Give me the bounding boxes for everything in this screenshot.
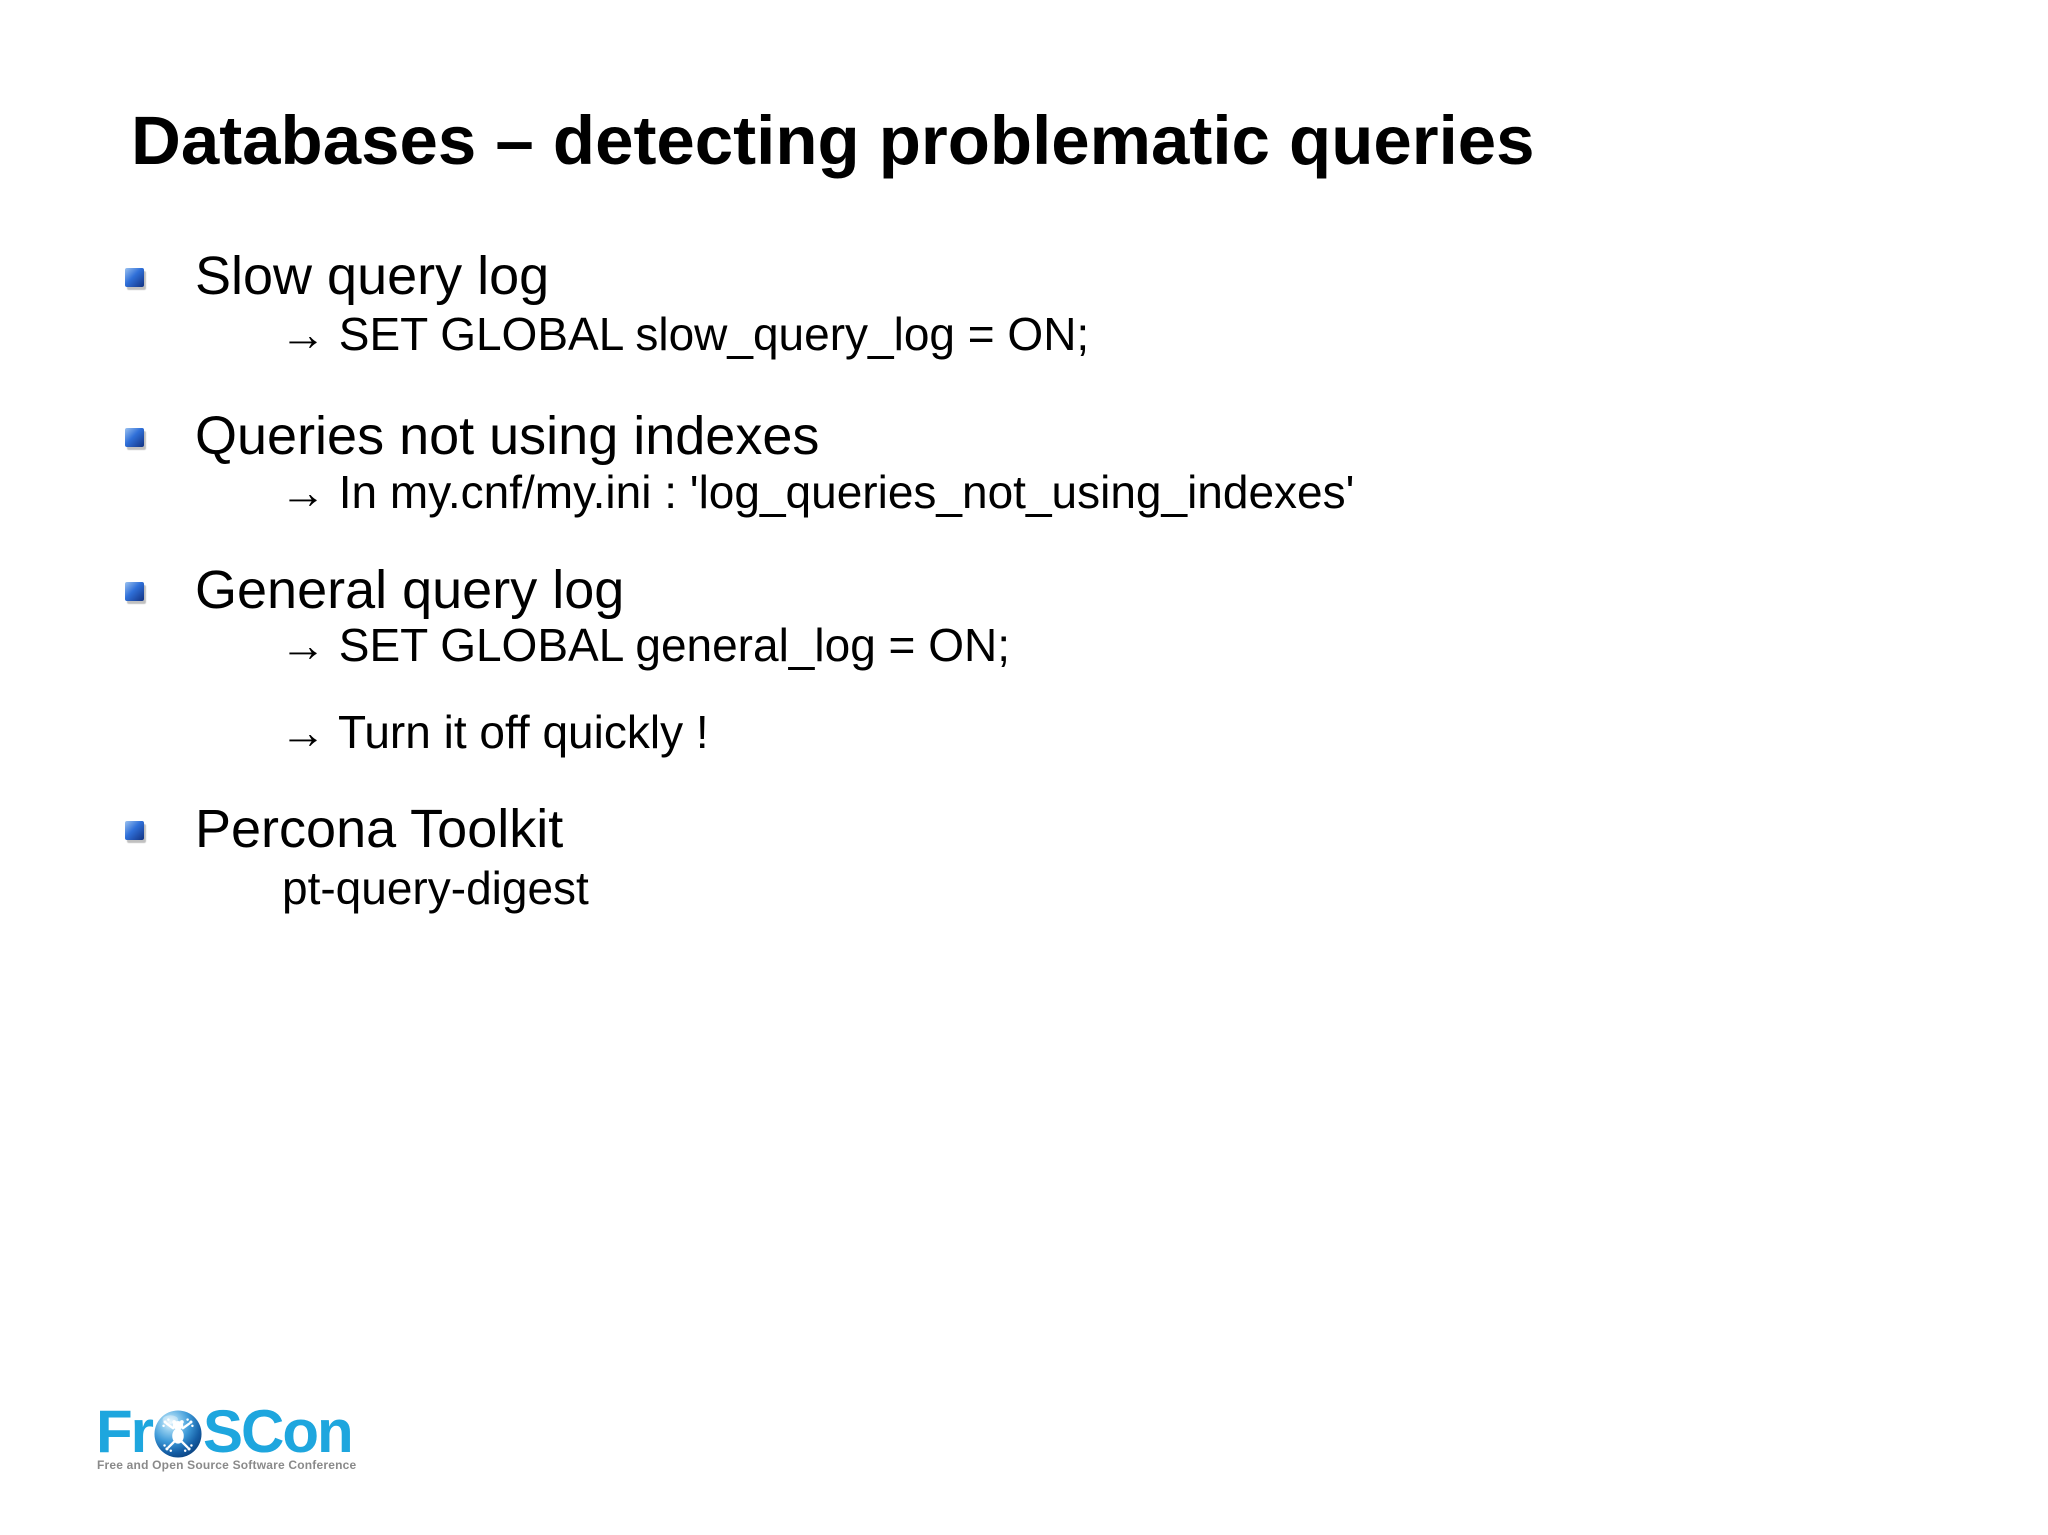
sub-bullet-turn-it-off-quickly: → Turn it off quickly ! bbox=[280, 706, 709, 758]
frog-icon bbox=[162, 1418, 194, 1453]
bullet-cube-icon bbox=[125, 428, 144, 447]
bullet-label-slow-query-log: Slow query log bbox=[195, 246, 550, 306]
sub-bullet-pt-query-digest: pt-query-digest bbox=[282, 862, 589, 914]
bullet-label-general-query-log: General query log bbox=[195, 560, 625, 620]
bullet-cube-icon bbox=[125, 821, 144, 840]
bullet-label-queries-not-using-indexes: Queries not using indexes bbox=[195, 406, 820, 466]
sub-bullet-set-global-slow-query-log: → SET GLOBAL slow_query_log = ON; bbox=[280, 308, 1090, 360]
sub-bullet-set-global-general-log: → SET GLOBAL general_log = ON; bbox=[280, 619, 1010, 671]
bullet-label-percona-toolkit: Percona Toolkit bbox=[195, 799, 564, 859]
logo-text-scon: SCon bbox=[203, 1398, 354, 1465]
globe-with-frog-icon bbox=[154, 1410, 202, 1458]
bullet-cube-icon bbox=[125, 582, 144, 601]
page-title: Databases – detecting problematic querie… bbox=[131, 102, 1535, 179]
sub-bullet-log-queries-not-using-indexes: → In my.cnf/my.ini : 'log_queries_not_us… bbox=[280, 466, 1355, 518]
logo-tagline: Free and Open Source Software Conference bbox=[97, 1458, 357, 1472]
froscon-logo: Fr bbox=[96, 1398, 354, 1465]
bullet-cube-icon bbox=[125, 268, 144, 287]
logo-text-fr: Fr bbox=[96, 1398, 154, 1465]
